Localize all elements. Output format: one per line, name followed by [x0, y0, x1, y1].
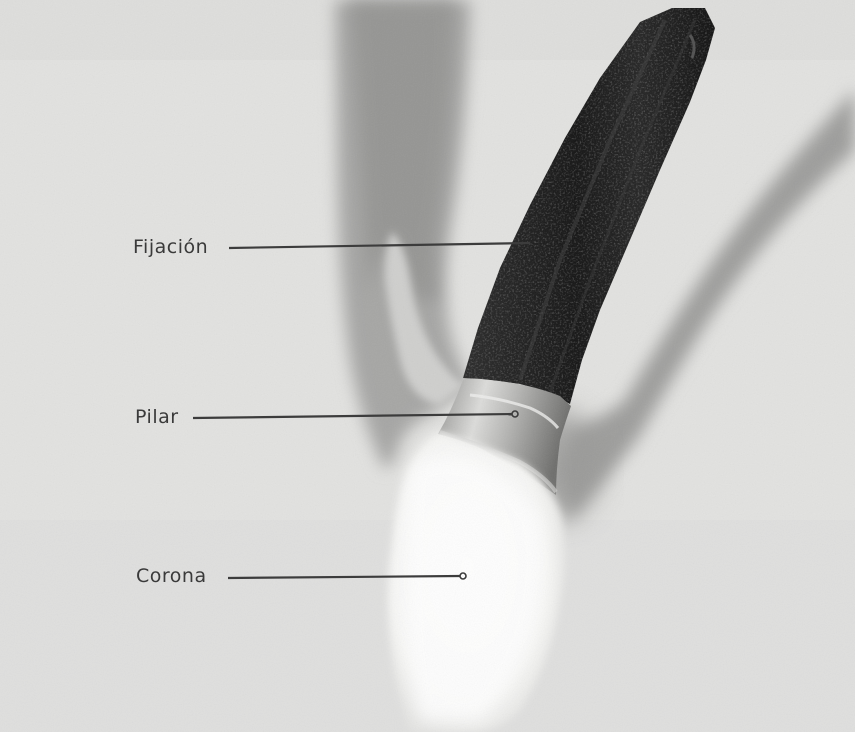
label-fijacion: Fijación — [133, 238, 208, 257]
label-pilar: Pilar — [135, 408, 179, 427]
label-corona: Corona — [136, 567, 207, 586]
